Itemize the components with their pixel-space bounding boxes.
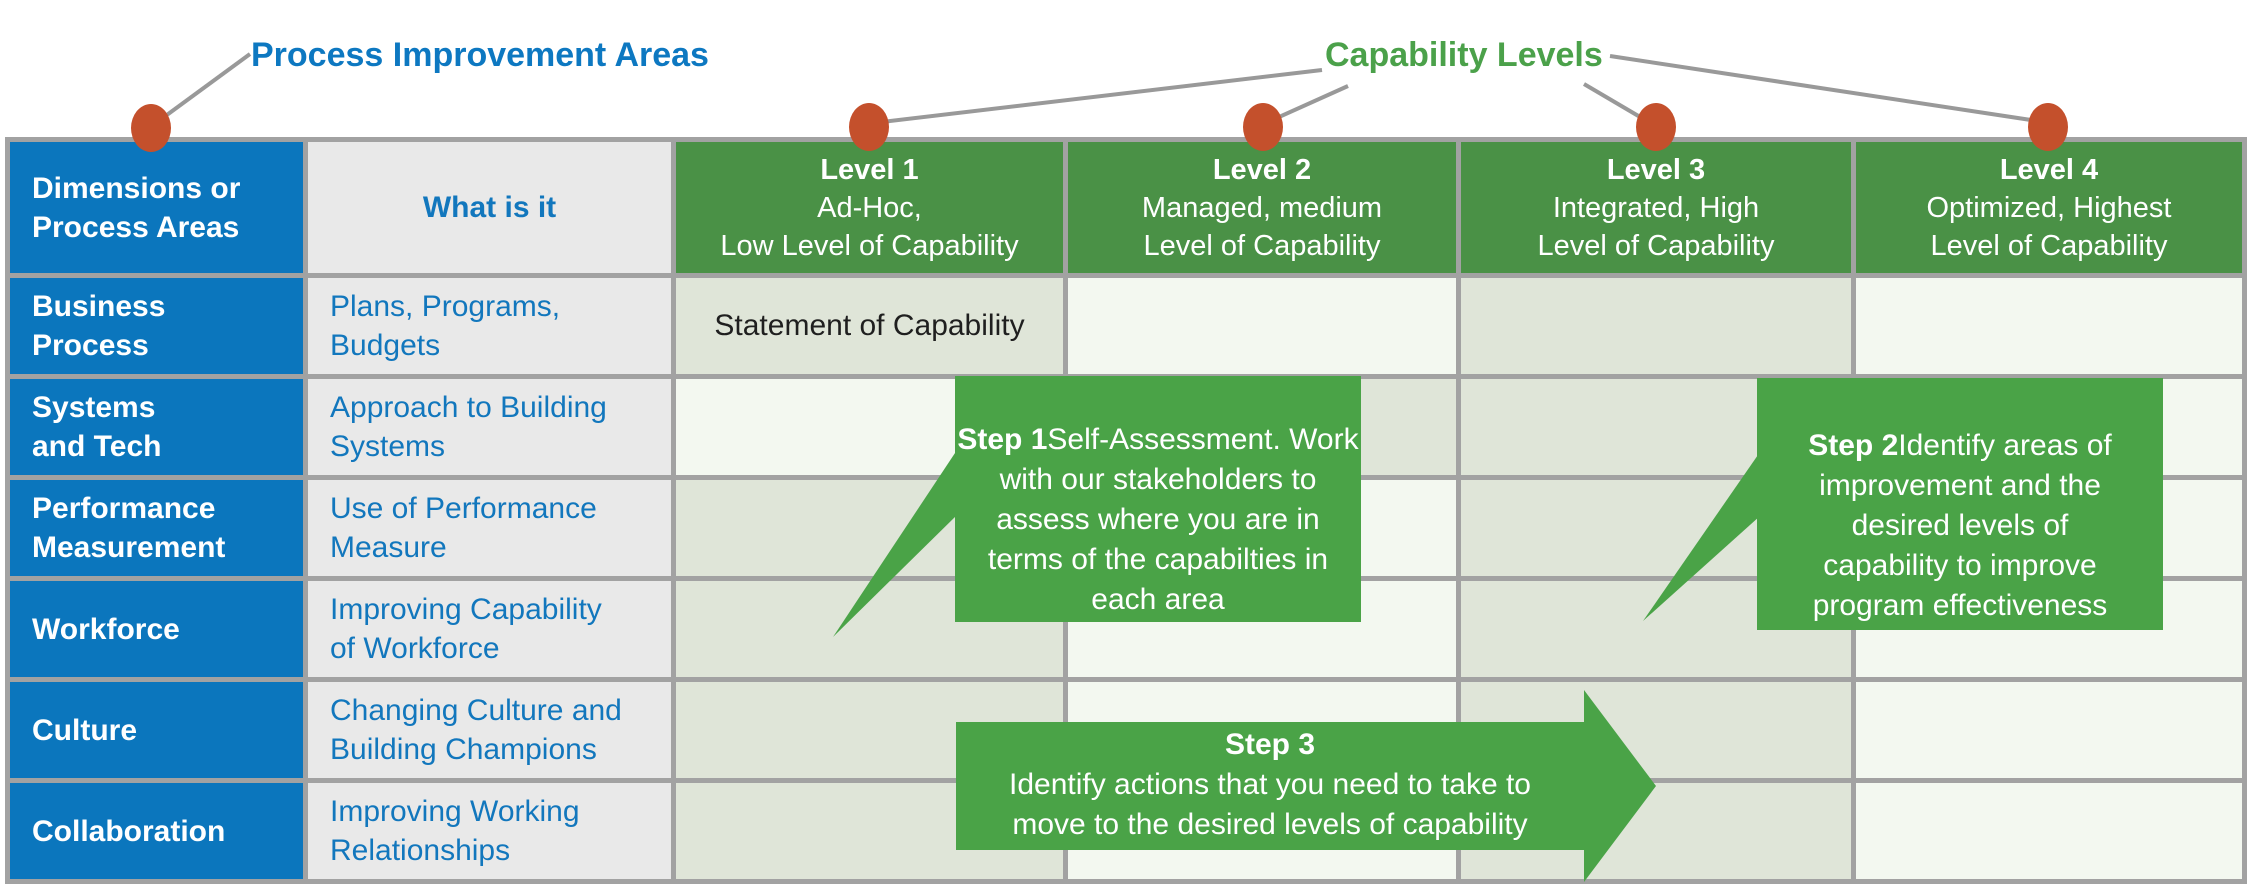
matrix-cell-r1-level3 (1461, 278, 1851, 374)
row-label-3: Performance Measurement (10, 480, 303, 576)
step2-text: Identify areas of improvement and the de… (1812, 429, 2112, 622)
what-cell-6: Improving Working Relationships (308, 783, 671, 879)
what-cell-2: Approach to Building Systems (308, 379, 671, 475)
level-header-1-title: Level 1 (820, 153, 919, 186)
step3-text: Identify actions that you need to take t… (1008, 768, 1531, 841)
corner-header-dimensions: Dimensions or Process Areas (10, 142, 303, 273)
level-header-2-subtitle: Managed, medium Level of Capability (1141, 191, 1383, 262)
what-cell-3: Use of Performance Measure (308, 480, 671, 576)
step2-title: Step 2 (1808, 429, 1899, 462)
level-header-1: Level 1 Ad-Hoc, Low Level of Capability (676, 142, 1063, 273)
level-header-2: Level 2 Managed, medium Level of Capabili… (1068, 142, 1456, 273)
capability-matrix-table: Dimensions or Process Areas What is it L… (5, 137, 2247, 884)
row-label-6: Collaboration (10, 783, 303, 879)
connector-line-level4 (1609, 54, 2045, 124)
level-header-3-subtitle: Integrated, High Level of Capability (1537, 191, 1775, 262)
matrix-cell-r1-level2 (1068, 278, 1456, 374)
step1-title: Step 1 (957, 423, 1048, 456)
row-label-1: Business Process (10, 278, 303, 374)
level-header-2-title: Level 2 (1212, 153, 1312, 186)
matrix-cell-r6-level4 (1856, 783, 2242, 879)
what-cell-1: Plans, Programs, Budgets (308, 278, 671, 374)
connector-line-level2 (1267, 84, 1349, 124)
step2-callout: Step 2Identify areas of improvement and … (1757, 378, 2163, 630)
connector-line-level3 (1582, 82, 1654, 126)
step1-callout: Step 1Self-Assessment. Work with our sta… (955, 376, 1361, 622)
row-label-5: Culture (10, 682, 303, 778)
level-header-4-title: Level 4 (1999, 153, 2099, 186)
matrix-cell-r1-level1: Statement of Capability (676, 278, 1063, 374)
row-label-2: Systems and Tech (10, 379, 303, 475)
step1-text: Self-Assessment. Work with our stakehold… (987, 423, 1359, 616)
step3-title: Step 3 (1224, 728, 1316, 761)
level-header-1-subtitle: Ad-Hoc, Low Level of Capability (720, 191, 1019, 262)
what-cell-4: Improving Capability of Workforce (308, 581, 671, 677)
level-header-3-title: Level 3 (1606, 153, 1706, 186)
matrix-cell-r1-level4 (1856, 278, 2242, 374)
step3-arrow-label: Step 3 Identify actions that you need to … (956, 720, 1584, 850)
level-header-4: Level 4 Optimized, Highest Level of Capab… (1856, 142, 2242, 273)
connector-line-level1 (881, 68, 1323, 124)
level-header-4-subtitle: Optimized, Highest Level of Capability (1926, 191, 2172, 262)
connector-line-process-areas (158, 52, 252, 122)
what-is-it-header: What is it (308, 142, 671, 273)
capability-levels-label: Capability Levels (1325, 36, 1603, 74)
what-cell-5: Changing Culture and Building Champions (308, 682, 671, 778)
process-improvement-areas-label: Process Improvement Areas (251, 36, 709, 74)
row-label-4: Workforce (10, 581, 303, 677)
level-header-3: Level 3 Integrated, High Level of Capabil… (1461, 142, 1851, 273)
matrix-cell-r5-level4 (1856, 682, 2242, 778)
